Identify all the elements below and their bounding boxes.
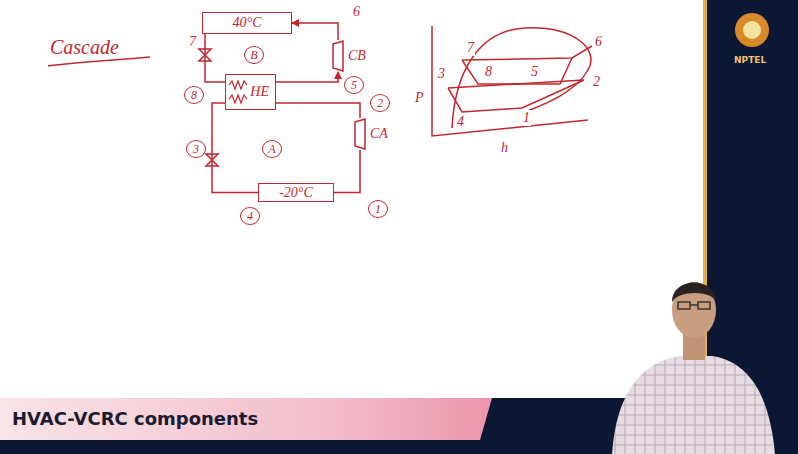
- coil-symbol: [228, 77, 248, 107]
- point-label: 5: [530, 64, 539, 80]
- point-label: 6: [594, 34, 603, 50]
- saturation-dome: [452, 28, 591, 128]
- banner-tip: [480, 398, 492, 440]
- point-label: 8: [484, 64, 493, 80]
- logo-center: [743, 21, 761, 39]
- title-banner: [0, 398, 480, 440]
- refrigerant-pipe: [276, 72, 338, 82]
- point-label: 3: [437, 66, 446, 82]
- banner-title: HVAC-VCRC components: [12, 408, 258, 430]
- state-number: 2: [370, 94, 390, 112]
- cycle-label: B: [244, 46, 264, 64]
- whiteboard: [0, 0, 705, 398]
- axis-label: P: [414, 90, 425, 106]
- logo-disc: [735, 13, 769, 47]
- state-number: 8: [184, 86, 204, 104]
- point-label: 7: [466, 40, 475, 56]
- axes: [432, 26, 588, 136]
- title-underline: [48, 57, 150, 66]
- hand-drawing: [48, 26, 592, 166]
- upper-cycle-line: [462, 46, 592, 60]
- state-number: 3: [186, 140, 206, 158]
- state-number: 6: [352, 4, 361, 20]
- lower-cycle-line: [448, 80, 584, 112]
- logo-text: NPTEL: [734, 52, 766, 68]
- point-label: 1: [522, 110, 531, 126]
- title-text: Cascade: [50, 36, 119, 58]
- node-text: HE: [250, 84, 269, 100]
- lower-cycle-line: [448, 80, 584, 88]
- state-number: 7: [188, 34, 197, 50]
- refrigerant-pipe: [276, 103, 360, 118]
- heat-exchanger-box: HE: [225, 74, 276, 110]
- refrigerant-pipe: [292, 23, 338, 40]
- axis-label: h: [500, 140, 509, 156]
- bottom-strip: [0, 440, 612, 454]
- condenser-box: 40°C: [202, 12, 292, 34]
- cycle-label: A: [262, 140, 282, 158]
- state-number: 4: [240, 207, 260, 225]
- node-text: 40°C: [233, 15, 262, 31]
- compressor-symbol: CB: [331, 40, 366, 72]
- compressor-outline: [353, 118, 367, 150]
- expansion-valve: [199, 49, 211, 61]
- state-number: 1: [368, 200, 388, 218]
- state-number: 5: [344, 76, 364, 94]
- node-text: CA: [370, 126, 388, 142]
- point-label: 4: [456, 114, 465, 130]
- node-text: -20°C: [279, 185, 313, 201]
- arrow-mark: [512, 83, 520, 85]
- refrigerant-pipe: [334, 150, 360, 193]
- point-label: 2: [592, 74, 601, 90]
- refrigerant-pipe: [212, 103, 258, 193]
- compressor-outline: [331, 40, 345, 72]
- upper-cycle-line: [462, 58, 572, 84]
- evaporator-box: -20°C: [258, 183, 334, 202]
- node-text: CB: [348, 48, 366, 64]
- presenter: [612, 282, 775, 454]
- compressor-symbol: CA: [353, 118, 388, 150]
- expansion-valve: [206, 154, 218, 166]
